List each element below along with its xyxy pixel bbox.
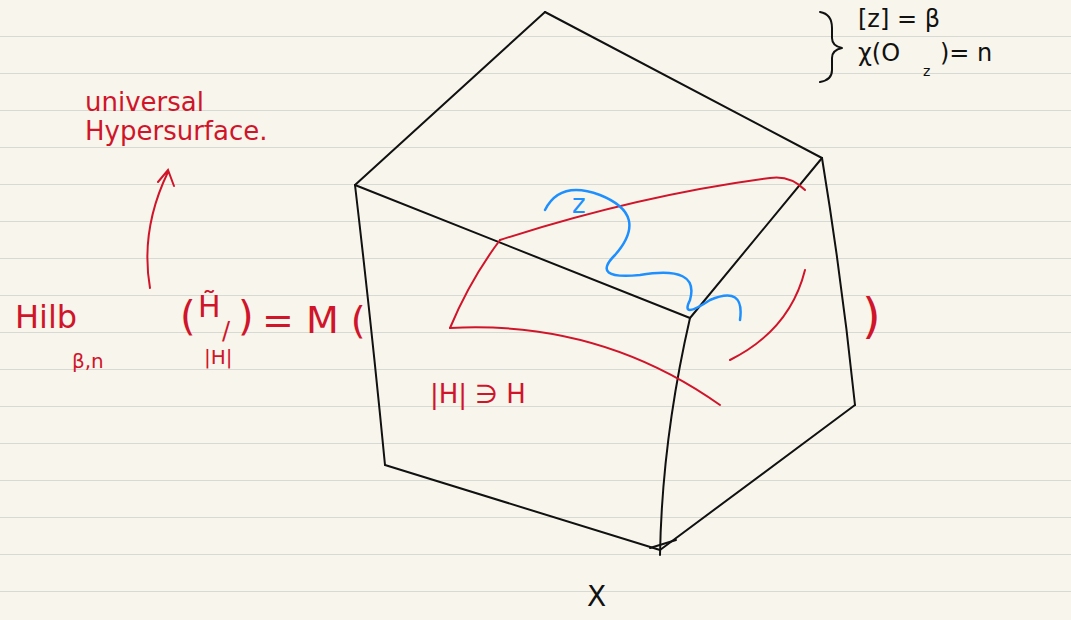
handwritten-text: universal Hypersurface. — [85, 88, 285, 145]
cube-edge — [650, 540, 676, 548]
handwritten-text: = M ( — [262, 300, 366, 342]
handwritten-text: ) — [238, 294, 254, 338]
handwritten-text: |H| — [204, 346, 233, 368]
handwritten-text: ( — [180, 294, 196, 338]
handwritten-text: )= n — [940, 40, 992, 66]
cube-edge — [355, 12, 545, 185]
cube-edge — [690, 158, 822, 318]
handwritten-text: z — [923, 64, 930, 79]
cube-edge — [660, 318, 690, 555]
handwritten-text: β,n — [72, 350, 104, 372]
cube-edge — [822, 158, 855, 405]
brace — [820, 12, 842, 82]
handwritten-text: / — [222, 318, 230, 344]
cube-edge — [385, 405, 855, 550]
handwritten-text: ) — [862, 290, 881, 343]
handwritten-text: Hilb — [15, 300, 77, 335]
handwritten-text: |H| ∋ H — [430, 380, 526, 409]
cube-edge — [545, 12, 822, 158]
cube-edge — [355, 185, 690, 318]
handwritten-text: [z] = β — [858, 6, 940, 32]
handwritten-text: χ(O — [858, 40, 900, 66]
handwritten-text: X — [587, 582, 606, 613]
surface-edge — [450, 240, 500, 328]
surface-region: |H| ∋ H — [425, 175, 815, 415]
handwritten-text: H̃ — [198, 290, 221, 323]
handwritten-text: z — [572, 190, 586, 219]
curve — [545, 190, 741, 320]
pointer-arrow — [147, 170, 174, 288]
space-region: X |H| ∋ H — [355, 12, 865, 617]
